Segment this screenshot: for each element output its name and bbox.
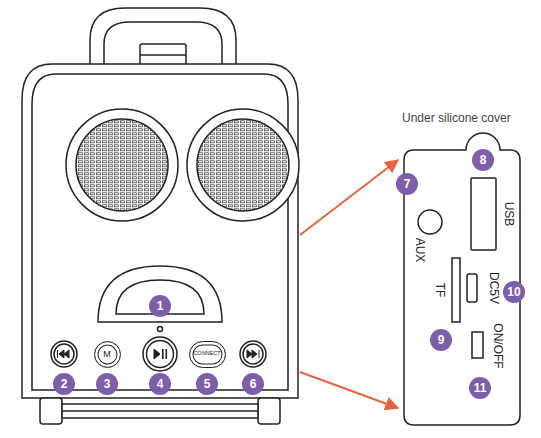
callout-text: 8 [480,154,487,166]
callout-number: 10 [503,281,525,303]
port-label: ON/OFF [492,323,504,368]
pointer-arrows [300,160,398,408]
port-label: DC5V [488,272,500,304]
callout-number: 9 [430,329,452,351]
callout-text: 3 [104,378,111,390]
button-label: CONNECT [193,351,220,357]
button: M [94,341,121,368]
button-icons [58,349,260,359]
callout-text: 10 [507,286,520,298]
callout-text: 6 [250,378,257,390]
callout-text: 5 [204,378,211,390]
speaker-body [22,64,298,424]
callout-text: 4 [157,378,164,390]
callout-text: 2 [61,378,68,390]
speaker-grilles [66,109,299,221]
control-buttons [51,337,266,371]
port-panel: Under silicone cover 7 8 9 10 11 [395,100,530,432]
port-label: TF [434,283,446,298]
display-window [98,266,222,332]
panel-heading: Under silicone cover [402,112,511,124]
callout-text: 9 [438,334,445,346]
callout-number: 1 [149,295,171,317]
callout-text: 11 [474,382,487,394]
callout-number: 3 [96,373,118,395]
callout-number: 7 [396,173,418,195]
button: CONNECT [189,341,226,368]
callout-text: 7 [404,178,411,190]
port-label: AUX [414,238,426,263]
callout-number: 8 [472,149,494,171]
callout-number: 6 [242,373,264,395]
callout-number: 5 [196,373,218,395]
callout-number: 11 [469,377,491,399]
callout-number: 2 [53,373,75,395]
callout-number: 4 [149,373,171,395]
panel-outline [395,100,530,432]
port-label: USB [503,202,515,227]
button-label: M [103,350,111,359]
callout-text: 1 [157,300,164,312]
handle [90,8,236,70]
